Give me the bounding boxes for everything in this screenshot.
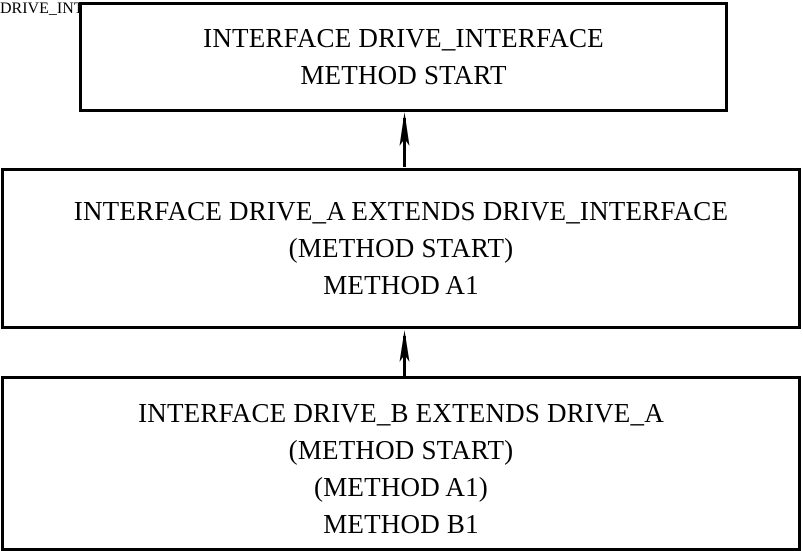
node-drive-a-line-1: INTERFACE DRIVE_A EXTENDS DRIVE_INTERFAC… xyxy=(73,196,729,226)
node-drive-interface-line-2: METHOD START xyxy=(300,60,507,90)
node-drive-interface-line-1: INTERFACE DRIVE_INTERFACE xyxy=(203,23,604,53)
node-drive-b-line-3: (METHOD A1) xyxy=(314,472,488,502)
node-drive-a-line-2: (METHOD START) xyxy=(288,233,514,263)
node-drive-b-line-1: INTERFACE DRIVE_B EXTENDS DRIVE_A xyxy=(138,398,664,428)
node-drive-b-line-4: METHOD B1 xyxy=(323,509,479,539)
node-drive-a-line-3: METHOD A1 xyxy=(323,270,479,300)
node-drive-a: INTERFACE DRIVE_A EXTENDS DRIVE_INTERFAC… xyxy=(1,168,801,329)
node-drive-interface: INTERFACE DRIVE_INTERFACE METHOD START xyxy=(79,2,728,112)
node-drive-b-line-2: (METHOD START) xyxy=(288,435,514,465)
node-drive-b: INTERFACE DRIVE_B EXTENDS DRIVE_A (METHO… xyxy=(1,376,801,551)
